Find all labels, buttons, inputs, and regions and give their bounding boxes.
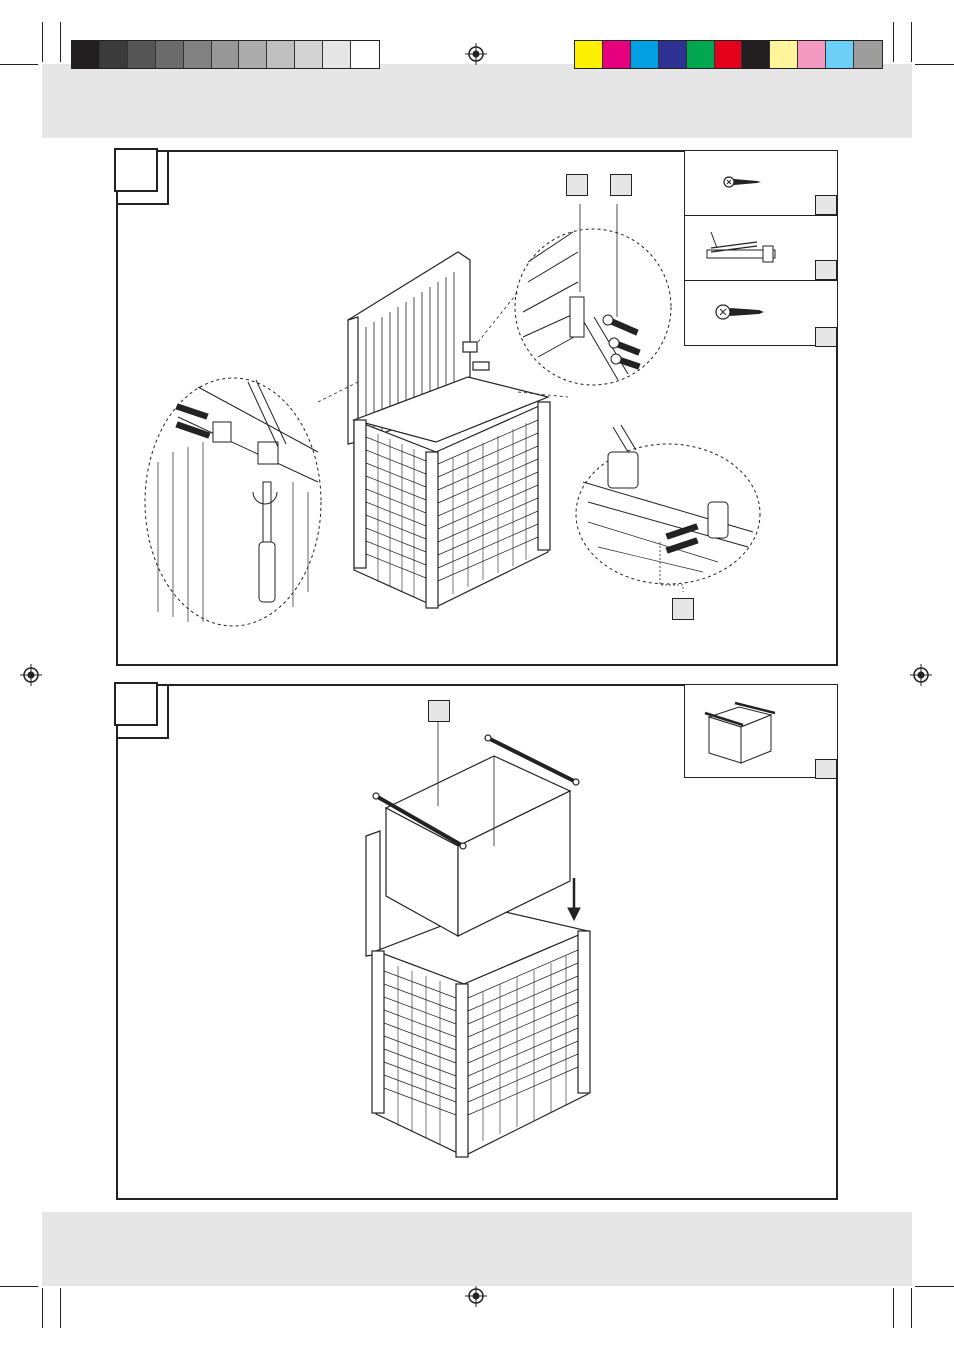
short-screw-icon <box>723 176 761 188</box>
calibration-swatch <box>351 41 379 68</box>
part-lid-stay-hinge <box>685 216 837 281</box>
step-2-assembly-illustration <box>118 686 591 1158</box>
calibration-swatch <box>295 41 324 68</box>
part-callout-tag <box>428 700 450 722</box>
crop-mark <box>893 1288 894 1328</box>
hinge-detail-magnifier <box>477 204 672 386</box>
part-fabric-bag <box>685 685 837 779</box>
part-long-screw <box>685 281 837 347</box>
fabric-bag-icon <box>704 701 776 764</box>
crop-mark <box>893 22 894 62</box>
long-screw-icon <box>715 304 764 320</box>
part-tag <box>815 260 837 280</box>
part-callout-tag <box>672 598 694 620</box>
hamper-with-open-lid-drawing <box>347 251 551 609</box>
screwdriver-detail-magnifier <box>144 377 359 627</box>
step-2-number-box <box>114 682 158 726</box>
registration-mark-icon <box>20 664 42 686</box>
crop-mark <box>915 1286 954 1287</box>
calibration-swatch <box>602 41 631 68</box>
lid-stay-hinge-icon <box>706 231 776 263</box>
calibration-swatch <box>155 41 184 68</box>
calibration-swatch <box>854 41 882 68</box>
calibration-swatch <box>575 41 603 68</box>
crop-mark <box>915 64 954 65</box>
crop-mark <box>42 1288 43 1328</box>
part-tag <box>815 759 837 779</box>
hamper-and-bag-drawing <box>365 734 591 1158</box>
calibration-swatch <box>183 41 212 68</box>
calibration-swatch <box>99 41 128 68</box>
calibration-swatch <box>267 41 296 68</box>
crop-mark <box>60 1288 61 1328</box>
part-short-screw <box>685 151 837 216</box>
step-1-panel <box>116 150 838 666</box>
calibration-swatch <box>630 41 659 68</box>
step-1-parts-list <box>684 150 838 347</box>
step-1-number-box <box>114 148 158 192</box>
calibration-swatch <box>658 41 687 68</box>
part-tag <box>815 195 837 215</box>
stay-bracket-detail-magnifier <box>517 391 761 592</box>
step-2-parts-list <box>684 684 838 779</box>
registration-mark-icon <box>465 1285 487 1307</box>
top-header-band <box>42 64 912 138</box>
crop-mark <box>0 64 38 65</box>
bottom-footer-band <box>42 1212 912 1286</box>
step-1-assembly-illustration <box>118 152 761 627</box>
crop-mark <box>60 22 61 62</box>
calibration-swatch <box>798 41 827 68</box>
calibration-swatch <box>211 41 240 68</box>
calibration-swatch <box>686 41 715 68</box>
crop-mark <box>911 1288 912 1328</box>
grayscale-calibration-strip <box>71 40 380 69</box>
calibration-swatch <box>742 41 771 68</box>
registration-mark-icon <box>465 43 487 65</box>
calibration-swatch <box>770 41 799 68</box>
registration-mark-icon <box>910 664 932 686</box>
crop-mark <box>0 1286 38 1287</box>
part-callout-tag <box>566 174 588 196</box>
step-2-panel <box>116 684 838 1200</box>
calibration-swatch <box>72 41 100 68</box>
insert-down-arrow-icon <box>567 878 581 922</box>
part-tag <box>815 327 837 347</box>
calibration-swatch <box>239 41 268 68</box>
color-calibration-strip <box>574 40 883 69</box>
part-callout-tag <box>610 174 632 196</box>
crop-mark <box>42 22 43 62</box>
calibration-swatch <box>323 41 352 68</box>
crop-mark <box>911 22 912 62</box>
calibration-swatch <box>714 41 743 68</box>
calibration-swatch <box>826 41 855 68</box>
calibration-swatch <box>127 41 156 68</box>
